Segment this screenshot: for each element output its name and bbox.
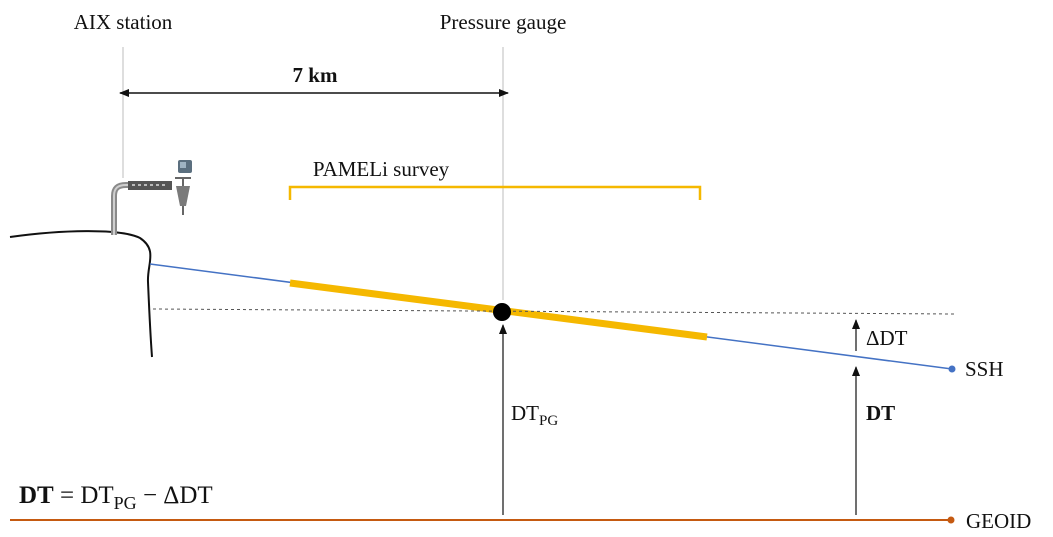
dt-label: DT — [866, 401, 895, 425]
station-mast-icon — [111, 160, 192, 235]
reference-dashed-line — [152, 308, 956, 315]
station-label: AIX station — [74, 10, 173, 34]
survey-label: PAMELi survey — [313, 157, 450, 181]
pressure-gauge-point — [493, 303, 511, 321]
dt-pg-label: DTPG — [511, 401, 558, 429]
gauge-label: Pressure gauge — [440, 10, 567, 34]
ssh-label: SSH — [965, 357, 1004, 381]
coastline — [9, 230, 153, 358]
distance-label: 7 km — [293, 63, 338, 87]
ssh-end-dot — [948, 365, 956, 373]
survey-bracket — [288, 185, 702, 200]
formula: DT = DTPG − ΔDT — [19, 482, 213, 513]
geoid-end-dot — [947, 516, 955, 524]
delta-dt-label: ΔDT — [866, 326, 908, 350]
geoid-label: GEOID — [966, 509, 1031, 533]
